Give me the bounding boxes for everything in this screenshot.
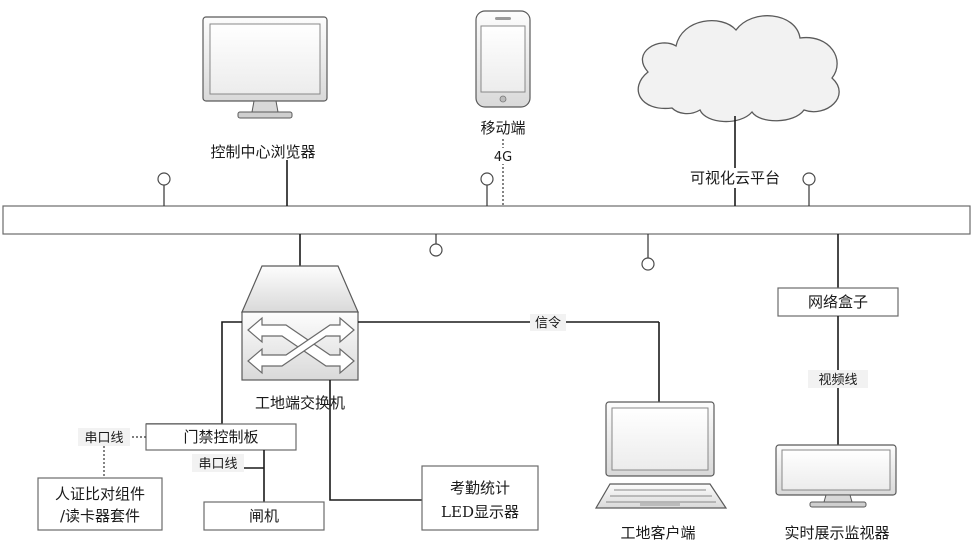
net-box	[777, 287, 899, 317]
access-board-label: 门禁控制板	[183, 428, 258, 446]
id-kit-label-line1: 人证比对组件	[55, 485, 145, 503]
id-kit	[37, 477, 163, 531]
cloud-icon	[637, 15, 840, 123]
bus-terminator	[157, 172, 171, 206]
mobile-phone-icon	[475, 10, 531, 108]
network-bus	[2, 205, 971, 235]
bus-terminator	[480, 172, 494, 206]
control-center-monitor-icon	[202, 16, 328, 119]
signal-label: 信令	[535, 316, 561, 331]
led-label-line1: 考勤统计	[450, 479, 510, 497]
switch-label: 工地端交换机	[255, 394, 345, 412]
serial-label-1: 串口线	[84, 431, 123, 446]
cloud-label: 可视化云平台	[690, 169, 780, 187]
gate-label: 闸机	[249, 507, 279, 525]
access-board-link	[146, 321, 242, 425]
display-monitor-label: 实时展示监视器	[784, 524, 889, 542]
bus-terminator	[641, 234, 655, 271]
video-line-label: 视频线	[818, 373, 857, 388]
id-kit-label-line2: /读卡器套件	[60, 507, 140, 525]
display-monitor-icon	[775, 444, 897, 508]
browser-label: 控制中心浏览器	[210, 143, 315, 161]
gate	[203, 501, 325, 531]
switch-icon	[241, 265, 359, 381]
bus-terminator	[802, 172, 816, 206]
mobile-label: 移动端	[480, 119, 525, 137]
client-computer-icon	[594, 401, 728, 509]
led-label-line2: LED显示器	[441, 503, 519, 521]
led-link	[329, 380, 422, 501]
net-box-label: 网络盒子	[808, 293, 868, 311]
serial-label-2: 串口线	[198, 457, 237, 472]
led-display	[421, 465, 539, 531]
bus-terminator	[429, 234, 443, 257]
4g-label: 4G	[494, 150, 512, 165]
client-label: 工地客户端	[620, 524, 695, 542]
